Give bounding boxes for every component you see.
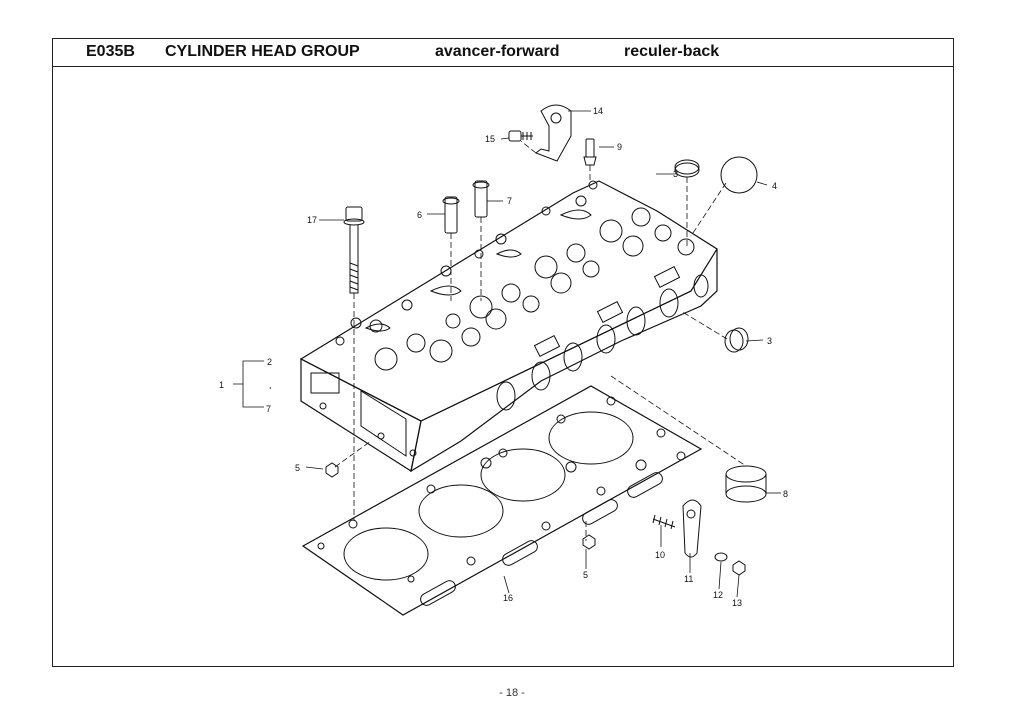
callout-10: 10 [655, 550, 665, 560]
callout-7b: 7 [507, 196, 512, 206]
callout-13: 13 [732, 598, 742, 608]
callout-15: 15 [485, 134, 495, 144]
callout-3b: 3 [767, 336, 772, 346]
nuts [325, 462, 596, 550]
page-frame: E035B CYLINDER HEAD GROUP avancer-forwar… [52, 38, 954, 667]
callout-5a: 5 [295, 463, 300, 473]
head-gasket [301, 385, 703, 616]
callout-4: 4 [772, 181, 777, 191]
callout-ellipsis: ¸ [269, 379, 272, 389]
alignment-lines [334, 140, 747, 541]
callout-1: 1 [219, 380, 224, 390]
callout-5b: 5 [583, 570, 588, 580]
head-bolt [343, 206, 365, 294]
callout-9: 9 [617, 142, 622, 152]
callout-8: 8 [783, 489, 788, 499]
back-link[interactable]: reculer-back [624, 43, 720, 60]
callout-12: 12 [713, 590, 723, 600]
section-code: E035B [86, 43, 135, 60]
valve-guides [442, 180, 490, 234]
callout-3a: 3 [673, 169, 678, 179]
callout-6: 6 [417, 210, 422, 220]
hanger-stud-assembly [652, 499, 746, 576]
callout-17: 17 [307, 215, 317, 225]
temperature-sensor [583, 138, 597, 166]
exploded-parts-diagram: 1 2 ¸ 7 3 3 4 5 5 6 7 8 9 10 11 12 13 14… [219, 104, 788, 616]
leader-lines [233, 110, 781, 598]
callout-11: 11 [684, 574, 693, 584]
callout-2: 2 [267, 357, 272, 367]
plugs [674, 156, 758, 353]
cylinder-head-block [299, 180, 718, 473]
header-bar: E035B CYLINDER HEAD GROUP avancer-forwar… [53, 39, 953, 67]
engine-hanger-bracket [535, 104, 572, 162]
page-title: CYLINDER HEAD GROUP [165, 43, 360, 60]
cap-plug [725, 465, 767, 503]
callout-14: 14 [593, 106, 603, 116]
callout-7a: 7 [266, 404, 271, 414]
callout-labels: 1 2 ¸ 7 3 3 4 5 5 6 7 8 9 10 11 12 13 14… [219, 106, 788, 608]
hanger-bolt [508, 130, 533, 142]
forward-link[interactable]: avancer-forward [435, 43, 560, 60]
page-number: - 18 - [499, 687, 525, 699]
callout-16: 16 [503, 593, 513, 603]
